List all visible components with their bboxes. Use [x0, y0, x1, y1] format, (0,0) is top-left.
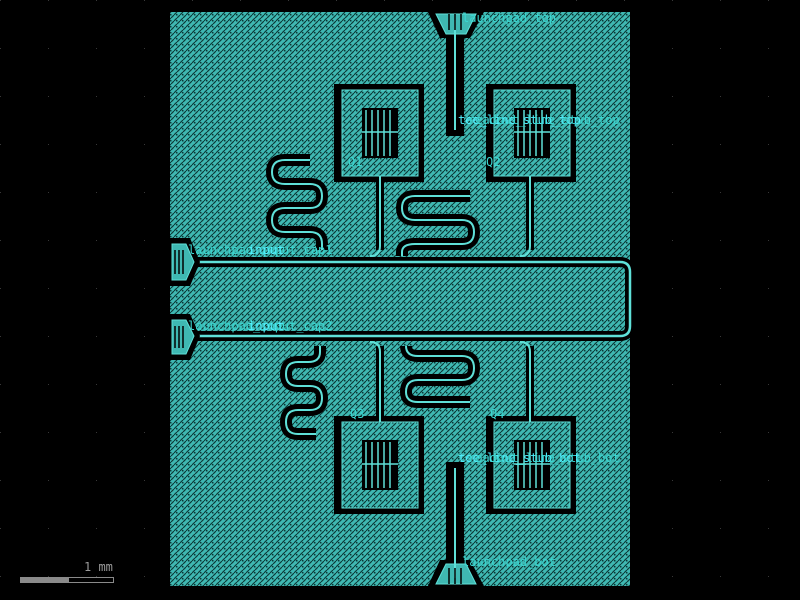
- resonator-top-left: [265, 154, 329, 250]
- label-launch-bottom: launchpad_bot: [462, 555, 556, 569]
- label-drive-top-right: readout_line_stub_top: [468, 113, 620, 127]
- scale-bar-fill: [21, 578, 69, 582]
- label-input-top: input: [248, 243, 284, 257]
- qubit-q2: [486, 84, 576, 257]
- launcher-left-top: [170, 238, 200, 286]
- launcher-left-bottom: [170, 314, 200, 360]
- label-drive-bottom-left: tee_line_stub_bot: [458, 451, 581, 465]
- resonator-bottom-left: [279, 346, 329, 440]
- launcher-bottom: [428, 462, 484, 586]
- launcher-top: [428, 12, 484, 136]
- resonator-top-middle: [395, 190, 481, 256]
- label-qubit-q2: Q2: [486, 155, 500, 169]
- qubit-q3: [334, 341, 424, 514]
- label-qubit-q3: Q3: [350, 407, 364, 421]
- qubit-q1: [334, 84, 424, 257]
- scale-bar-label: 1 mm: [84, 560, 113, 574]
- label-drive-top-left: tee_line_stub_top: [458, 113, 581, 127]
- label-input-bottom: input: [248, 319, 284, 333]
- label-qubit-q4: Q4: [490, 407, 504, 421]
- label-qubit-q1: Q1: [348, 155, 362, 169]
- label-launch-left-top: launchpad_input_cap1: [188, 243, 333, 257]
- label-launch-left-bottom: launchpad_input_cap2: [188, 319, 333, 333]
- resonator-bottom-middle: [399, 345, 481, 408]
- scale-bar: [20, 577, 114, 583]
- label-drive-bottom-right: readout_line_stub_bot: [468, 451, 620, 465]
- qubit-q4: [486, 341, 576, 514]
- label-launch-top: launchpad_top: [462, 11, 556, 25]
